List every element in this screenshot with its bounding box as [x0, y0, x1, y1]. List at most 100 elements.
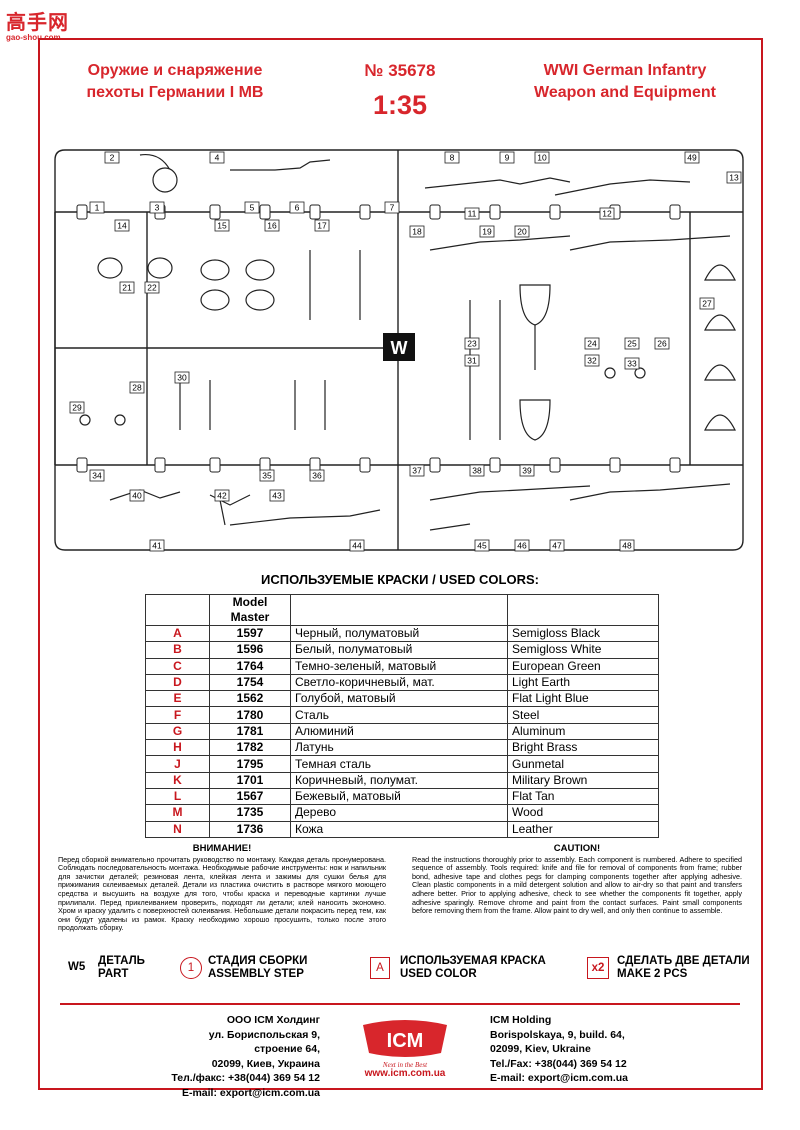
- step-circle-icon: 1: [180, 957, 202, 979]
- part-number-text: 7: [390, 203, 395, 213]
- paint-cell-code: N: [145, 820, 210, 838]
- part-number-label: 6: [289, 201, 305, 214]
- part-number-label: 9: [499, 151, 515, 164]
- title-en-line1: WWI German Infantry: [543, 62, 707, 79]
- paint-cell-code: F: [145, 706, 210, 724]
- part-number-text: 29: [72, 403, 82, 413]
- title-ru-line1: Оружие и снаряжение: [87, 62, 263, 79]
- notice-ru-text: Перед сборкой внимательно прочитать руко…: [58, 854, 386, 933]
- part-number-text: 37: [412, 466, 422, 476]
- part-number-text: 35: [262, 471, 272, 481]
- paint-cell-mm: 1597: [209, 624, 291, 643]
- paint-cell-ru: Сталь: [290, 706, 508, 724]
- logo-tagline: Next in the Best: [382, 1061, 428, 1069]
- part-number-text: 44: [352, 541, 362, 551]
- part-number-label: 5: [244, 201, 260, 214]
- paint-cell-mm: 1764: [209, 657, 291, 675]
- part-number-text: 24: [587, 339, 597, 349]
- part-number-label: 23: [464, 337, 480, 350]
- website-link[interactable]: www.icm.com.ua: [364, 1068, 446, 1079]
- paint-cell-mm: 1754: [209, 673, 291, 692]
- footer-en-line5: E-mail: export@icm.com.ua: [490, 1072, 629, 1084]
- paint-cell-en: Leather: [507, 820, 659, 838]
- paint-cell-mm: 1735: [209, 804, 291, 822]
- footer-en-line4: Tel./Fax: +38(044) 369 54 12: [490, 1057, 627, 1070]
- paint-cell-en: Bright Brass: [507, 739, 659, 757]
- part-number-text: 34: [92, 471, 102, 481]
- paint-cell-mm: 1781: [209, 722, 291, 741]
- part-number-label: 16: [264, 219, 280, 232]
- part-number-text: 40: [132, 491, 142, 501]
- part-number-label: 39: [519, 464, 535, 477]
- part-number-text: 39: [522, 466, 532, 476]
- kit-scale: 1:35: [372, 90, 428, 120]
- part-number-text: 17: [317, 221, 327, 231]
- paint-cell-ru: Темная сталь: [290, 755, 508, 773]
- paint-cell-mm: 1782: [209, 739, 291, 757]
- part-number-label: 30: [174, 371, 190, 384]
- color-box-icon: A: [370, 957, 390, 979]
- part-number-text: 38: [472, 466, 482, 476]
- paint-cell-code: H: [145, 739, 210, 757]
- part-number-label: 29: [69, 401, 85, 414]
- x2-box-icon: x2: [587, 957, 609, 979]
- footer-ru-line5: E-mail: export@icm.com.ua: [181, 1086, 320, 1099]
- part-number-text: 20: [517, 227, 527, 237]
- paint-cell-code: E: [145, 690, 210, 708]
- notice-en-text: Read the instructions thoroughly prior t…: [412, 854, 742, 916]
- footer-en-line3: 02099, Kiev, Ukraine: [490, 1043, 591, 1055]
- part-number-label: 41: [149, 539, 165, 552]
- part-number-text: 43: [272, 491, 282, 501]
- legend-x2-label: x2: [591, 962, 605, 974]
- part-number-text: 10: [537, 153, 547, 163]
- part-number-label: 22: [144, 281, 160, 294]
- paint-table-header: Model Master: [145, 594, 659, 626]
- title-en-line2: Weapon and Equipment: [534, 84, 716, 101]
- paint-cell-ru: Белый, полуматовый: [290, 641, 508, 659]
- paint-cell-code: L: [145, 787, 210, 806]
- part-number-text: 21: [122, 283, 132, 293]
- part-number-text: 27: [702, 299, 712, 309]
- part-number-label: 45: [474, 539, 490, 552]
- paint-cell-ru: Черный, полуматовый: [290, 624, 508, 643]
- part-number-label: 15: [214, 219, 230, 232]
- part-number-label: 47: [549, 539, 565, 552]
- footer-rule: [60, 1003, 740, 1005]
- paint-cell-ru: Бежевый, матовый: [290, 787, 508, 806]
- title-ru-line2: пехоты Германии I МВ: [86, 84, 264, 101]
- part-number-text: 45: [477, 541, 487, 551]
- part-number-text: 11: [468, 209, 477, 219]
- part-number-text: 6: [295, 203, 300, 213]
- part-number-label: 33: [624, 357, 640, 370]
- paint-cell-mm: 1736: [209, 820, 291, 838]
- part-number-label: 36: [309, 469, 325, 482]
- page-frame: [38, 38, 763, 1090]
- part-number-text: 25: [627, 339, 637, 349]
- part-number-label: 20: [514, 225, 530, 238]
- part-number-label: 38: [469, 464, 485, 477]
- header-model-master: Model Master: [209, 594, 291, 626]
- paint-cell-ru: Светло-коричневый, мат.: [290, 673, 508, 692]
- part-number-text: 42: [217, 491, 227, 501]
- paint-cell-en: Aluminum: [507, 722, 659, 741]
- watermark-url: gao-shou.com: [6, 33, 61, 42]
- footer-ru-line3: 02099, Киев, Украина: [211, 1057, 320, 1070]
- header-code: [145, 594, 210, 626]
- paint-cell-code: M: [145, 804, 210, 822]
- part-number-text: 1: [95, 203, 100, 213]
- legend-x2-ru: СДЕЛАТЬ ДВЕ ДЕТАЛИ: [617, 955, 750, 967]
- part-number-text: 19: [482, 227, 492, 237]
- paint-cell-mm: 1795: [209, 755, 291, 773]
- part-number-label: 21: [119, 281, 135, 294]
- paint-cell-code: A: [145, 624, 210, 643]
- part-number-text: 49: [687, 153, 697, 163]
- paint-cell-en: Gunmetal: [507, 755, 659, 773]
- part-number-label: 26: [654, 337, 670, 350]
